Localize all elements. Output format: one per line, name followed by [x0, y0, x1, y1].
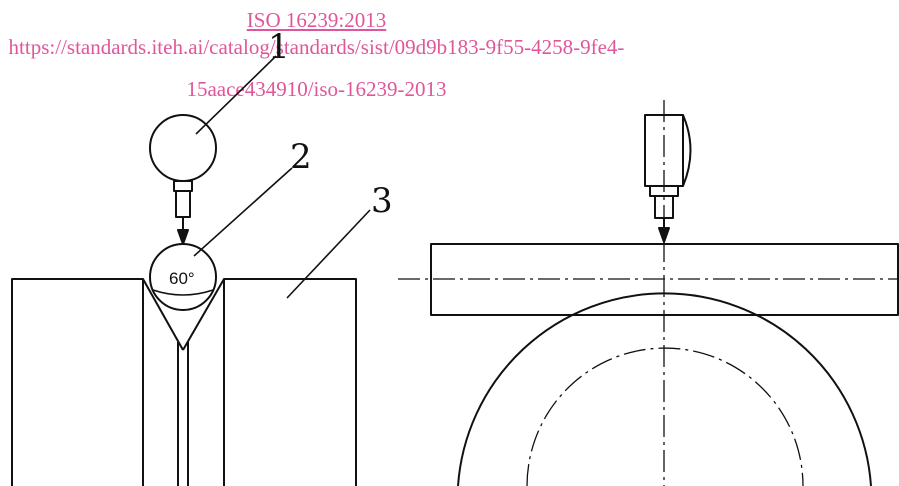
leader-3: [286, 209, 371, 299]
watermark-iso-link[interactable]: ISO 16239:2013: [246, 8, 387, 32]
angle-arc: [152, 289, 214, 296]
leader-1: [195, 55, 277, 135]
v-groove-right-edge: [182, 278, 225, 351]
gauge-stem-lower: [175, 190, 191, 218]
watermark-url-line-1[interactable]: https://standards.iteh.ai/catalog/standa…: [8, 35, 625, 59]
callout-3: 3: [371, 181, 393, 221]
angle-label: 60°: [169, 269, 195, 288]
specimen-right-block: [223, 278, 357, 486]
callout-2: 2: [290, 137, 312, 177]
watermark-url-line-2[interactable]: 15aace434910/iso-16239-2013: [186, 77, 447, 101]
roller-ball: [149, 243, 217, 311]
v-groove-left-edge: [142, 278, 184, 351]
leader-2: [193, 167, 293, 257]
callout-1: 1: [268, 27, 290, 67]
plunger-arrow: [177, 229, 189, 245]
side-gauge-cap: [682, 114, 692, 187]
specimen-left-block: [11, 278, 144, 486]
specimen-inner-arc: [526, 347, 804, 486]
gauge-stem-upper: [173, 180, 193, 192]
